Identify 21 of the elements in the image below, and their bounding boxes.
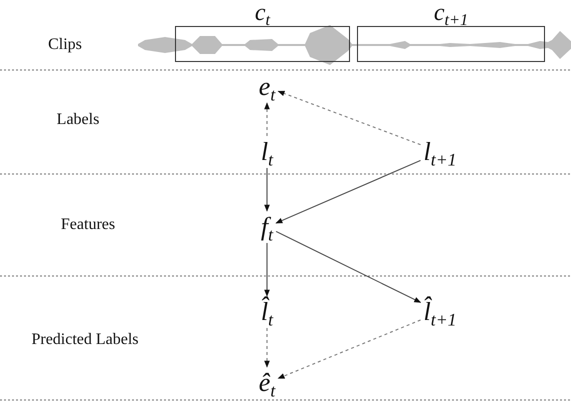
row-label: Predicted Labels bbox=[31, 331, 139, 349]
row-label: Clips bbox=[48, 36, 82, 54]
arrow bbox=[264, 242, 270, 297]
arrow bbox=[276, 230, 422, 303]
clip-label: c$_{t+1}$ bbox=[434, 2, 468, 26]
variable-label: l̂$_{t}$ bbox=[260, 298, 274, 326]
variable-label: e$_{t}$ bbox=[258, 73, 276, 101]
row-label: Features bbox=[60, 216, 116, 234]
variable-label: l$_{t}$ bbox=[260, 138, 274, 166]
arrow bbox=[264, 102, 270, 136]
arrow bbox=[278, 319, 422, 379]
arrow bbox=[278, 90, 422, 146]
clip-label: c$_{t}$ bbox=[254, 2, 270, 26]
row-label: Labels bbox=[56, 111, 100, 129]
variable-label: l̂$_{t+1}$ bbox=[422, 298, 458, 326]
arrow bbox=[275, 160, 422, 224]
arrow bbox=[264, 328, 270, 368]
variable-label: f$_{t}$ bbox=[260, 213, 274, 241]
variable-label: ê$_{t}$ bbox=[258, 369, 276, 397]
arrow bbox=[264, 168, 270, 212]
variable-label: l$_{t+1}$ bbox=[422, 138, 458, 166]
